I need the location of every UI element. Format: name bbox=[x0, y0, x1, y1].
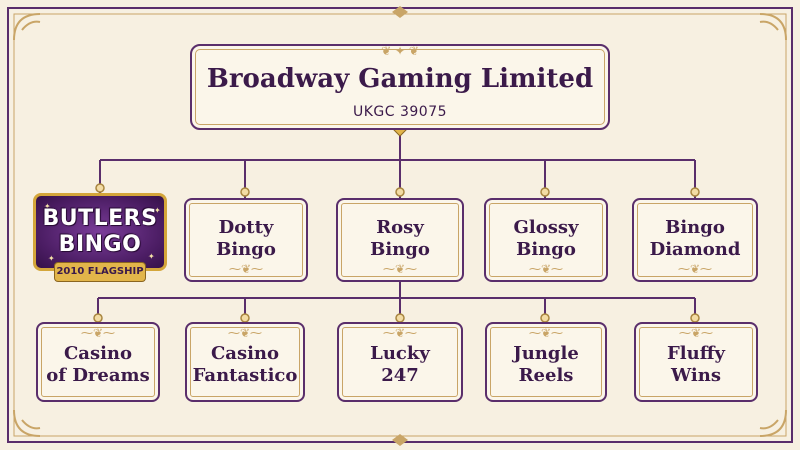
logo-word-1: BUTLERS bbox=[42, 206, 158, 231]
brand-name-line1: Lucky bbox=[370, 343, 430, 364]
brand-node-dotty-bingo: Dotty Bingo ⁓❦⁓ bbox=[184, 198, 308, 282]
corner-ornaments bbox=[13, 13, 787, 437]
brand-name-line2: Diamond bbox=[649, 239, 741, 260]
flourish-icon: ⁓❦⁓ bbox=[382, 326, 418, 340]
brand-name-line2: Bingo bbox=[516, 239, 576, 260]
brand-name-line2: of Dreams bbox=[46, 365, 150, 386]
brand-name-line1: Casino bbox=[63, 343, 133, 364]
flourish-icon: ⁓❦⁓ bbox=[678, 326, 714, 340]
brand-node-fluffy-wins: ⁓❦⁓ Fluffy Wins bbox=[634, 322, 758, 402]
butlers-bingo-logo: ✦ ✦ ✦ ✦ BUTLERS BINGO 2010 FLAGSHIP bbox=[33, 193, 167, 287]
brand-name-line1: Casino bbox=[210, 343, 280, 364]
brand-node-jungle-reels: ⁓❦⁓ Jungle Reels bbox=[485, 322, 607, 402]
brand-name-line2: Wins bbox=[671, 365, 721, 386]
flourish-icon: ⁓❦⁓ bbox=[228, 262, 264, 276]
brand-name-line1: Rosy bbox=[376, 217, 424, 238]
brand-node-casino-of-dreams: ⁓❦⁓ Casino of Dreams bbox=[36, 322, 160, 402]
connector-lines bbox=[97, 130, 696, 322]
root-node: ❦ ✦ ❦ Broadway Gaming Limited UKGC 39075 bbox=[190, 44, 610, 130]
flourish-icon: ⁓❦⁓ bbox=[528, 262, 564, 276]
brand-node-rosy-bingo: Rosy Bingo ⁓❦⁓ bbox=[336, 198, 464, 282]
brand-name-line2: Fantastico bbox=[192, 365, 298, 386]
brand-node-lucky-247: ⁓❦⁓ Lucky 247 bbox=[337, 322, 463, 402]
flourish-icon: ⁓❦⁓ bbox=[382, 262, 418, 276]
flourish-icon: ⁓❦⁓ bbox=[227, 326, 263, 340]
brand-node-glossy-bingo: Glossy Bingo ⁓❦⁓ bbox=[484, 198, 608, 282]
brand-name-line2: Reels bbox=[518, 365, 574, 386]
logo-word-2: BINGO bbox=[58, 232, 142, 257]
brand-name-line1: Jungle bbox=[513, 343, 579, 364]
brand-name-line1: Glossy bbox=[513, 217, 579, 238]
brand-name-line1: Fluffy bbox=[667, 343, 725, 364]
flourish-icon: ⁓❦⁓ bbox=[677, 262, 713, 276]
flourish-icon: ⁓❦⁓ bbox=[80, 326, 116, 340]
center-ornaments bbox=[392, 6, 408, 446]
flourish-icon: ⁓❦⁓ bbox=[528, 326, 564, 340]
flourish-top-icon: ❦ ✦ ❦ bbox=[381, 44, 419, 58]
brand-name-line1: Bingo bbox=[665, 217, 725, 238]
brand-name-line2: Bingo bbox=[370, 239, 430, 260]
brand-name-line2: Bingo bbox=[216, 239, 276, 260]
logo-ribbon: 2010 FLAGSHIP bbox=[55, 263, 145, 281]
root-title: Broadway Gaming Limited bbox=[206, 64, 594, 94]
brand-node-bingo-diamond: Bingo Diamond ⁓❦⁓ bbox=[632, 198, 758, 282]
brand-name-line1: Dotty bbox=[218, 217, 274, 238]
connector-knobs bbox=[93, 183, 700, 323]
brand-name-line2: 247 bbox=[381, 365, 419, 386]
brand-node-casino-fantastico: ⁓❦⁓ Casino Fantastico bbox=[185, 322, 305, 402]
root-license: UKGC 39075 bbox=[352, 104, 448, 120]
